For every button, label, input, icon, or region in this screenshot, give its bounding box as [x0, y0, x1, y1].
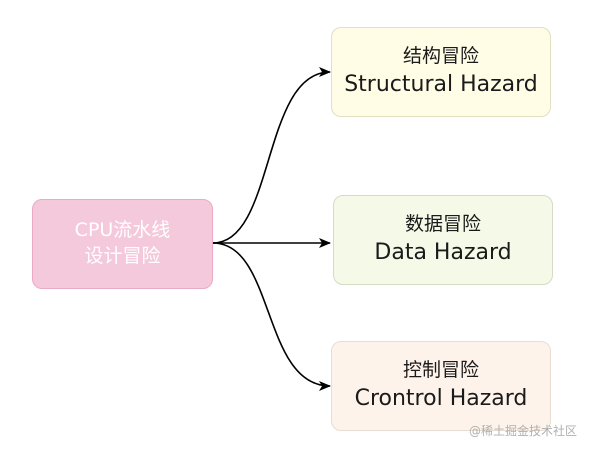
- control-hazard-english-label: Crontrol Hazard: [354, 386, 528, 412]
- structural-hazard-english-label: Structural Hazard: [344, 72, 538, 98]
- watermark: @稀土掘金技术社区: [468, 424, 577, 438]
- node-structural-hazard: 结构冒险 Structural Hazard: [331, 27, 551, 117]
- root-label-line1: CPU流水线: [74, 219, 171, 242]
- node-data-hazard: 数据冒险 Data Hazard: [333, 195, 553, 285]
- data-hazard-chinese-label: 数据冒险: [404, 212, 481, 235]
- structural-hazard-chinese-label: 结构冒险: [402, 44, 479, 67]
- control-hazard-chinese-label: 控制冒险: [402, 358, 479, 381]
- data-hazard-english-label: Data Hazard: [374, 240, 512, 266]
- edge-to-control-hazard: [212, 242, 331, 391]
- root-label-line2: 设计冒险: [84, 245, 161, 267]
- node-control-hazard: 控制冒险 Crontrol Hazard: [331, 341, 551, 431]
- root-node-cpu-pipeline-hazards: CPU流水线 设计冒险: [32, 199, 213, 289]
- edge-to-structural-hazard: [212, 67, 331, 244]
